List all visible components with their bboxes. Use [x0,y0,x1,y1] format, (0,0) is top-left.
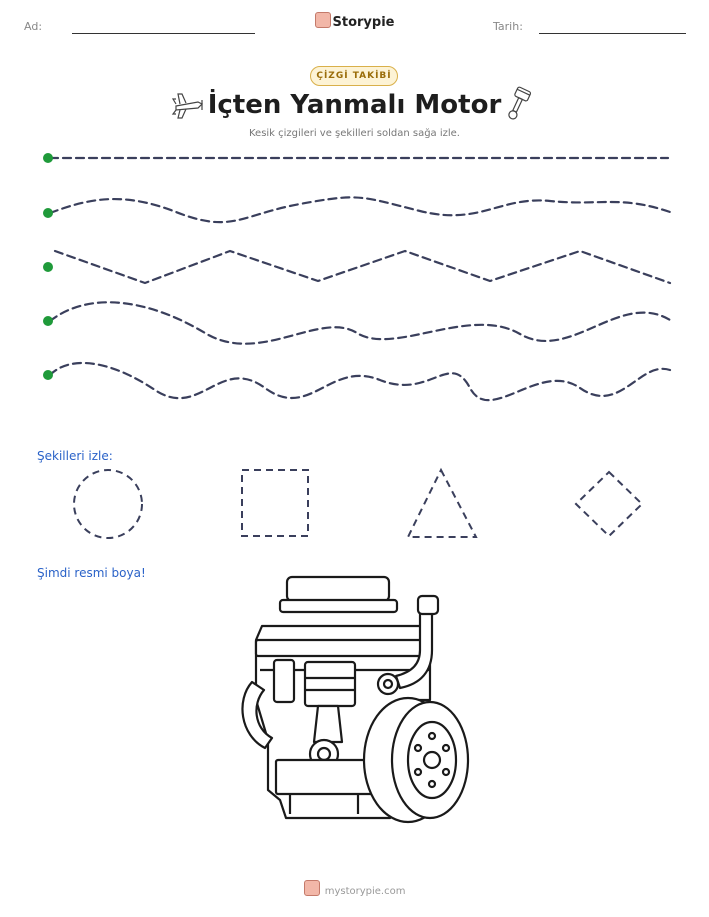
trace-diamond[interactable] [574,470,644,538]
start-dot [43,153,53,163]
start-dot [43,316,53,326]
trace-line-zigzag[interactable] [53,249,672,285]
trace-line-wave-1[interactable] [48,196,672,224]
footer: mystorypie.com [0,880,709,897]
date-line [539,33,686,34]
brand-name: Storypie [332,15,395,30]
footer-logo-icon [303,880,320,896]
page-title: İçten Yanmalı Motor [207,90,502,120]
start-dot [43,370,53,380]
coloring-section-label: Şimdi resmi boya! [37,566,146,580]
airplane-icon [171,93,204,119]
engine-drawing[interactable] [241,575,470,824]
name-line [72,33,255,34]
date-label: Tarih: [493,20,523,33]
start-dots [43,153,53,380]
piston-icon [508,86,532,120]
page-subtitle: Kesik çizgileri ve şekilleri soldan sağa… [248,128,460,139]
trace-line-wave-2[interactable] [48,301,672,345]
storypie-logo [314,12,331,28]
start-dot [43,262,53,272]
start-dot [43,208,53,218]
footer-site: mystorypie.com [324,886,406,897]
activity-badge: ÇİZGİ TAKİBİ [310,66,398,86]
name-label: Ad: [24,20,43,33]
brand-logo: Storypie [0,12,709,30]
trace-square[interactable] [241,469,309,537]
shapes-section-label: Şekilleri izle: [37,449,113,463]
trace-line-wave-3[interactable] [48,361,672,402]
trace-triangle[interactable] [406,467,478,538]
trace-circle[interactable] [73,469,143,539]
